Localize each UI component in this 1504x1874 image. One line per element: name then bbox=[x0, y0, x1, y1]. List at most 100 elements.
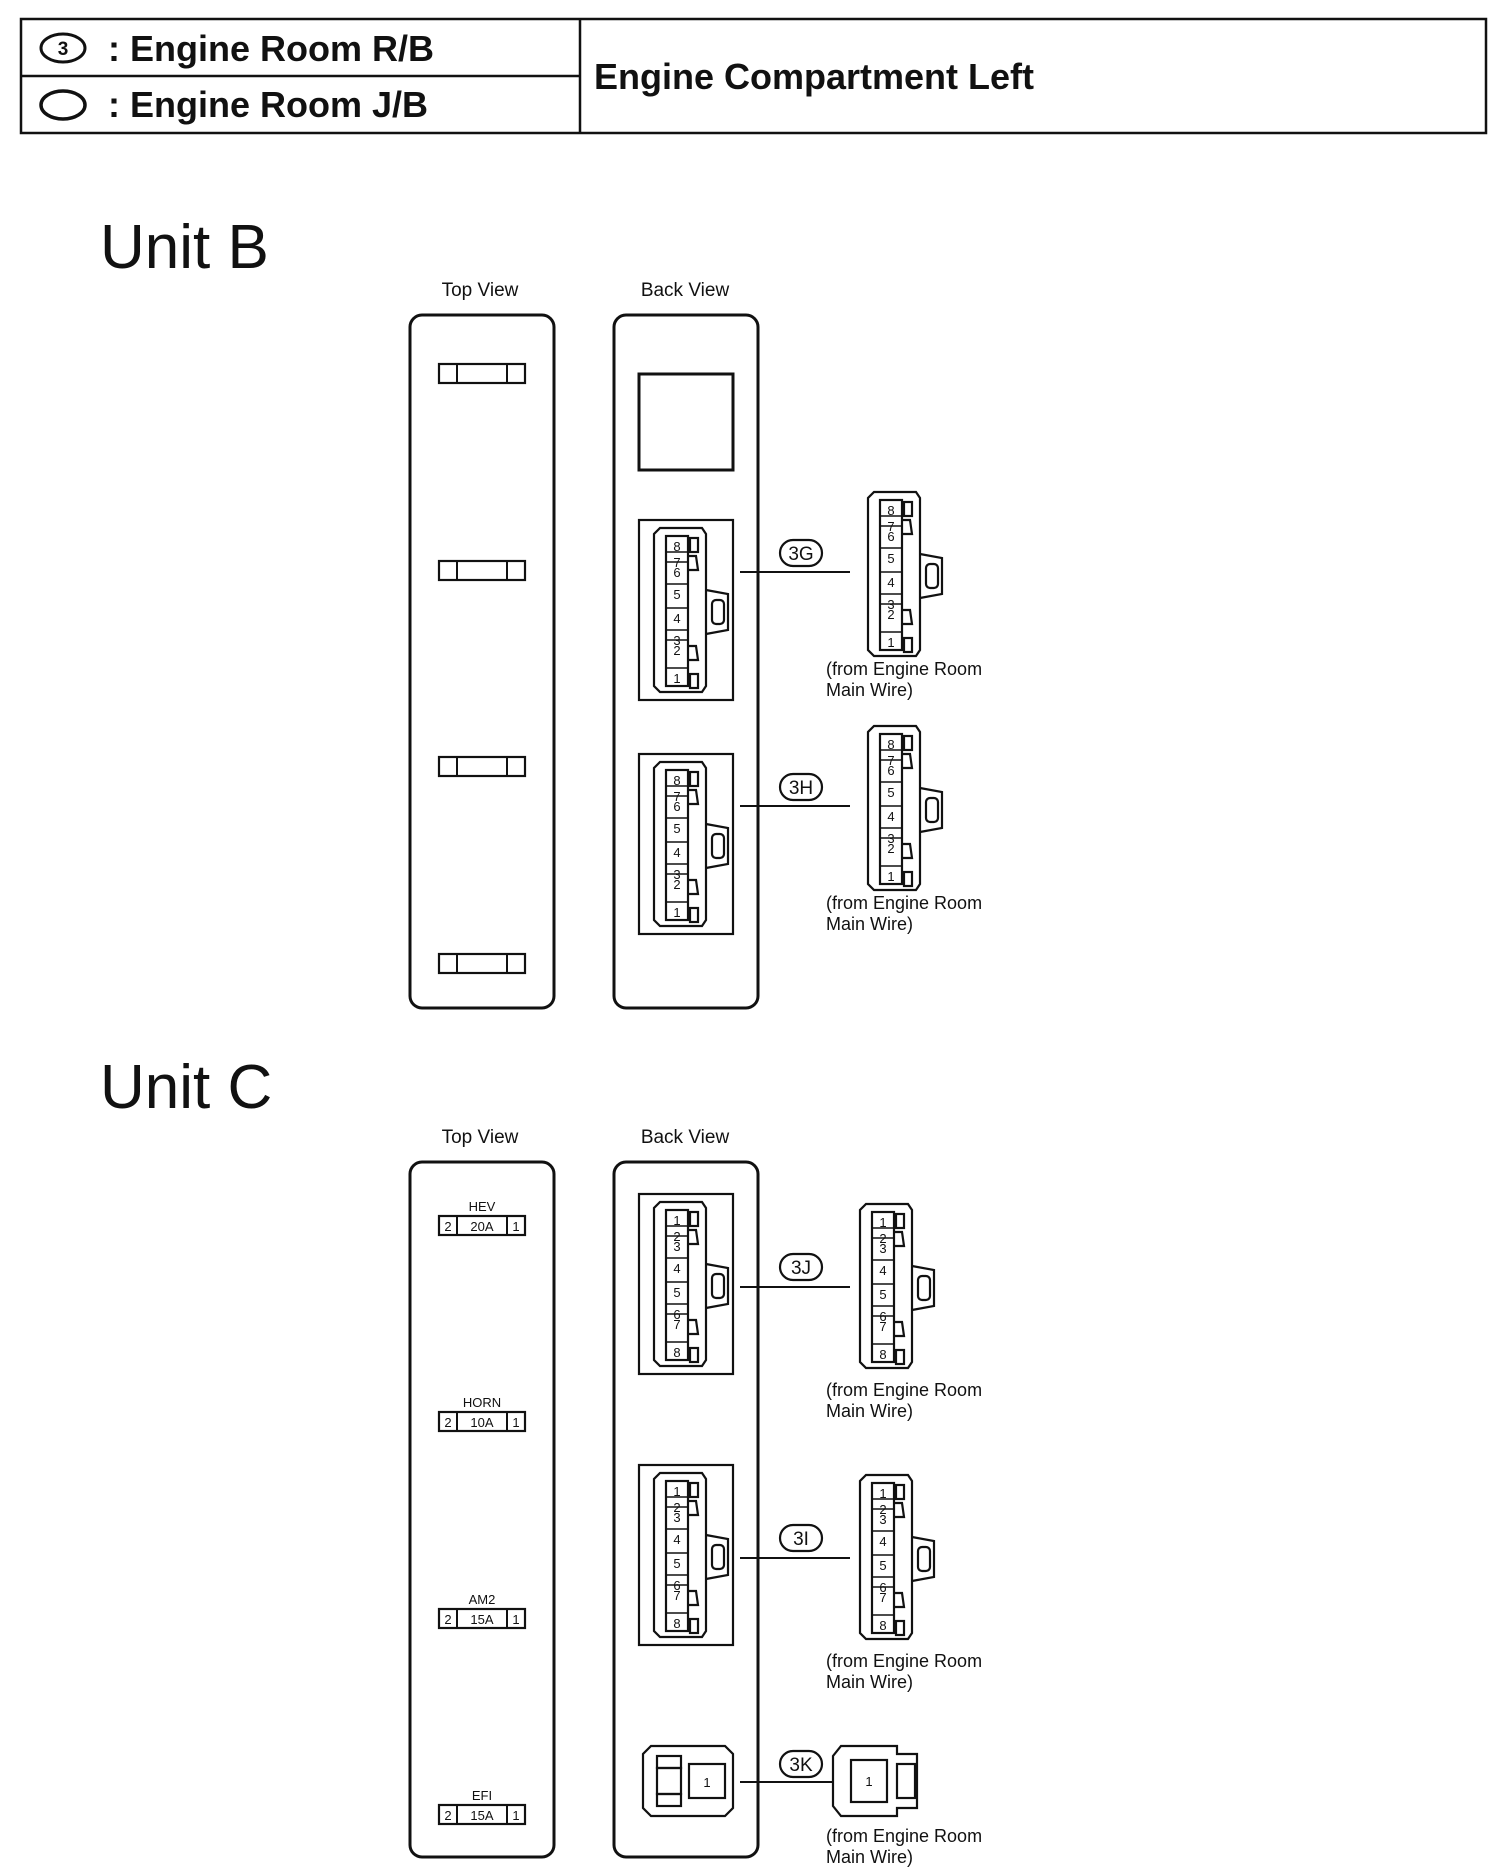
pin-number: 6 bbox=[673, 565, 680, 580]
side-tab bbox=[894, 1501, 906, 1519]
unit-b: Unit B Top View Back View 876543213G8765… bbox=[100, 213, 982, 1010]
pin-number: 1 bbox=[879, 1215, 886, 1230]
wire-source-line2: Main Wire) bbox=[826, 1847, 913, 1867]
side-tab bbox=[688, 1346, 700, 1364]
connector-8pin: 12345678 bbox=[652, 1471, 730, 1639]
pin-number: 4 bbox=[673, 1261, 680, 1276]
engine-room-jb-label: : Engine Room J/B bbox=[108, 84, 428, 125]
side-tab bbox=[902, 752, 914, 770]
unit-c-back-view-panel bbox=[612, 1160, 760, 1859]
connector-latch bbox=[919, 552, 944, 600]
pin-column bbox=[664, 1479, 690, 1633]
pin-number: 5 bbox=[673, 1285, 680, 1300]
pin-number: 5 bbox=[673, 821, 680, 836]
unit-b-back-view-panel bbox=[612, 313, 760, 1010]
pin-number: 1 bbox=[887, 869, 894, 884]
pin-number: 8 bbox=[673, 539, 680, 554]
fuse-name: HORN bbox=[463, 1395, 501, 1410]
connector-8pin: 12345678 bbox=[858, 1202, 936, 1370]
side-tab bbox=[688, 770, 700, 788]
side-tab bbox=[894, 1483, 906, 1501]
fuse-terminal-right: 1 bbox=[512, 1612, 519, 1627]
unit-c-top-view-panel bbox=[408, 1160, 556, 1859]
fuse-body bbox=[437, 559, 527, 582]
connector-1pin: 1 bbox=[641, 1744, 735, 1818]
fuse bbox=[437, 559, 527, 582]
connector-8pin: 87654321 bbox=[866, 490, 944, 658]
connector-latch bbox=[705, 1533, 730, 1581]
side-tab bbox=[688, 1210, 700, 1228]
side-tab bbox=[688, 1228, 700, 1246]
latch-tab bbox=[924, 562, 940, 590]
side-tab bbox=[688, 1617, 700, 1635]
wire-source-line2: Main Wire) bbox=[826, 1401, 913, 1421]
pin-number: 1 bbox=[673, 1484, 680, 1499]
pin-number: 3 bbox=[673, 1239, 680, 1254]
connector-code-badge: 3K bbox=[778, 1749, 824, 1779]
connector-8pin: 87654321 bbox=[652, 526, 730, 694]
connector-code-badge: 3I bbox=[778, 1523, 824, 1553]
pin-cavity bbox=[687, 1762, 727, 1800]
side-tab bbox=[902, 734, 914, 752]
latch bbox=[895, 1762, 917, 1800]
pin-number: 7 bbox=[673, 1317, 680, 1332]
wire-source-line1: (from Engine Room bbox=[826, 1826, 982, 1846]
latch-tab bbox=[916, 1545, 932, 1573]
pin-number: 1 bbox=[879, 1486, 886, 1501]
pin-number: 6 bbox=[887, 763, 894, 778]
side-tab bbox=[688, 1589, 700, 1607]
unit-c-back-view-label: Back View bbox=[641, 1127, 730, 1148]
connector-latch bbox=[705, 1262, 730, 1310]
pin-number: 2 bbox=[887, 841, 894, 856]
connector-code: 3K bbox=[789, 1755, 813, 1776]
fuse-terminal-left: 2 bbox=[444, 1612, 451, 1627]
pin-number: 8 bbox=[879, 1347, 886, 1362]
fuse bbox=[437, 362, 527, 385]
latch-tab bbox=[710, 1272, 726, 1300]
wire-source-line1: (from Engine Room bbox=[826, 1651, 982, 1671]
connector-receptacle-frame bbox=[637, 1192, 735, 1376]
pin-number: 1 bbox=[673, 671, 680, 686]
pin-number: 4 bbox=[887, 809, 894, 824]
fuse-terminal-right: 1 bbox=[512, 1219, 519, 1234]
fuse-terminal-left: 2 bbox=[444, 1415, 451, 1430]
side-tab bbox=[894, 1320, 906, 1338]
fuse bbox=[437, 755, 527, 778]
wire-source-line1: (from Engine Room bbox=[826, 659, 982, 679]
connector-8pin: 87654321 bbox=[866, 724, 944, 892]
side-tab bbox=[902, 608, 914, 626]
side-tab bbox=[902, 842, 914, 860]
location-title: Engine Compartment Left bbox=[594, 56, 1034, 97]
pin-column bbox=[870, 1481, 896, 1635]
side-tab bbox=[894, 1619, 906, 1637]
connector-receptacle-frame bbox=[637, 518, 735, 702]
connector-receptacle-frame bbox=[637, 1463, 735, 1647]
side-tab bbox=[894, 1348, 906, 1366]
pin-number: 8 bbox=[673, 1616, 680, 1631]
pin-number: 1 bbox=[673, 1213, 680, 1228]
unit-b-top-view-panel bbox=[408, 313, 556, 1010]
latch-tab bbox=[924, 796, 940, 824]
pin-number: 5 bbox=[879, 1558, 886, 1573]
fuse-name: HEV bbox=[469, 1199, 496, 1214]
wire-source-line2: Main Wire) bbox=[826, 680, 913, 700]
fuse-body bbox=[437, 952, 527, 975]
connector-latch bbox=[705, 588, 730, 636]
pin-number: 1 bbox=[703, 1775, 710, 1790]
wire-source-line2: Main Wire) bbox=[826, 1672, 913, 1692]
pin-number: 1 bbox=[673, 905, 680, 920]
pin-column bbox=[870, 1210, 896, 1364]
connector-code: 3H bbox=[789, 778, 813, 799]
side-tab bbox=[688, 1481, 700, 1499]
fuse-rating: 20A bbox=[470, 1219, 493, 1234]
unit-c-title: Unit C bbox=[100, 1053, 272, 1122]
connector-8pin: 12345678 bbox=[652, 1200, 730, 1368]
side-tab bbox=[688, 554, 700, 572]
pin-number: 7 bbox=[879, 1590, 886, 1605]
fuse bbox=[437, 952, 527, 975]
pin-number: 8 bbox=[879, 1618, 886, 1633]
fuse-body bbox=[437, 362, 527, 385]
